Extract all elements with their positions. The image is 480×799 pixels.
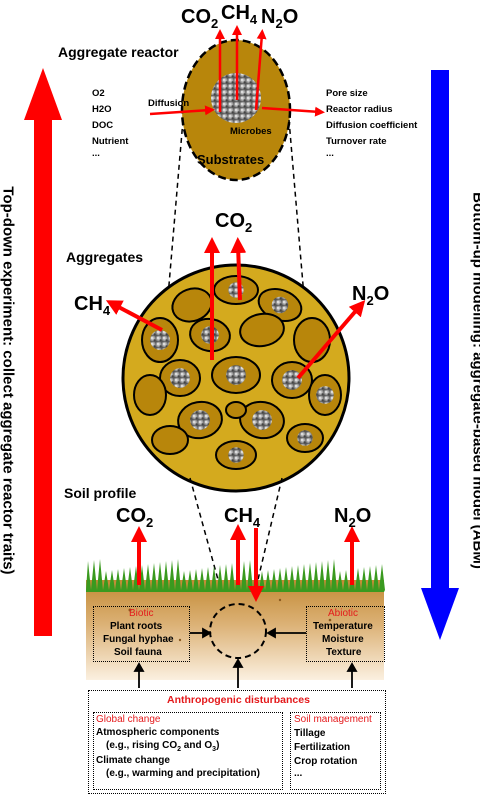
biotic-title: Biotic [129, 608, 154, 619]
microbe-cluster [170, 368, 190, 388]
reactor-co2-label: CO2 [181, 6, 219, 31]
abiotic-texture: Texture [326, 647, 362, 658]
microbe-cluster [271, 296, 289, 314]
top-down-arrow [24, 68, 62, 636]
substrates-label: Substrates [197, 152, 265, 167]
aggregate-reactor-title: Aggregate reactor [58, 44, 179, 60]
right-side-label: Bottom-up modelling: aggregate-based mod… [469, 192, 480, 569]
sm-fertilization: Fertilization [294, 742, 351, 753]
soil-profile [86, 559, 385, 680]
trait-diffusion-coefficient: Diffusion coefficient [326, 120, 418, 131]
reactor-input-o2: O2 [92, 88, 105, 99]
abiotic-title: Abiotic [328, 608, 359, 619]
microbe-cluster [190, 410, 210, 430]
microbes-label: Microbes [230, 126, 272, 137]
microbe-cluster [297, 430, 313, 446]
soil-management-box [290, 712, 381, 790]
gc-climate-change: Climate change [96, 755, 170, 766]
gc-atmospheric-example: (e.g., rising CO2 and O3) [106, 740, 220, 753]
biotic-box [93, 606, 190, 662]
trait-more: ... [326, 148, 334, 159]
abiotic-moisture: Moisture [322, 634, 364, 645]
sm-more: ... [294, 768, 303, 779]
aggregate-grain [225, 401, 247, 419]
aggregate-grain [151, 425, 189, 455]
reactor-input-more: ... [92, 148, 100, 159]
microbe-cluster [150, 330, 170, 350]
biotic-soil-fauna: Soil fauna [114, 647, 162, 658]
aggregates-title: Aggregates [66, 249, 144, 265]
soil-n2o-label: N2O [334, 505, 372, 530]
abiotic-temperature: Temperature [313, 621, 373, 632]
aggregates-ch4-label: CH4 [74, 293, 111, 318]
reactor-input-doc: DOC [92, 120, 114, 131]
reactor-n2o-label: N2O [261, 6, 299, 31]
aggregates-n2o-label: N2O [352, 283, 390, 308]
trait-pore-size: Pore size [326, 88, 368, 99]
gc-atmospheric: Atmospheric components [96, 727, 220, 738]
aggregate-grain [239, 312, 285, 348]
biotic-fungal-hyphae: Fungal hyphae [103, 634, 174, 645]
gc-climate-example: (e.g., warming and precipitation) [106, 768, 260, 779]
trait-turnover-rate: Turnover rate [326, 136, 387, 147]
soil-profile-title: Soil profile [64, 485, 137, 501]
reactor-ch4-label: CH4 [221, 2, 258, 27]
microbe-cluster [226, 365, 246, 385]
microbe-cluster [252, 410, 272, 430]
soil-management-title: Soil management [294, 714, 372, 725]
abiotic-box [306, 606, 385, 662]
aggregates-circle [121, 263, 351, 493]
microbe-cluster [228, 447, 244, 463]
microbe-cluster [316, 386, 334, 404]
reactor-input-h2o: H2O [92, 104, 112, 115]
aggregate-grain [293, 317, 331, 363]
global-change-box [93, 712, 283, 790]
bottom-up-arrow [421, 70, 459, 640]
aggregates-co2-label: CO2 [215, 210, 253, 235]
soil-co2-label: CO2 [116, 505, 154, 530]
microbe-cluster [282, 370, 302, 390]
soil-ch4-label: CH4 [224, 505, 261, 530]
aggregate-grain [133, 374, 167, 416]
sm-tillage: Tillage [294, 728, 326, 739]
biotic-plant-roots: Plant roots [110, 621, 163, 632]
left-side-label: Top-down experiment: collect aggregate r… [0, 186, 17, 575]
diffusion-label: Diffusion [148, 98, 190, 109]
trait-reactor-radius: Reactor radius [326, 104, 393, 115]
reactor-input-nutrient: Nutrient [92, 136, 129, 147]
sm-crop-rotation: Crop rotation [294, 756, 358, 767]
global-change-title: Global change [96, 714, 161, 725]
anthropogenic-title: Anthropogenic disturbances [167, 694, 310, 706]
anthropogenic-box [88, 690, 386, 794]
